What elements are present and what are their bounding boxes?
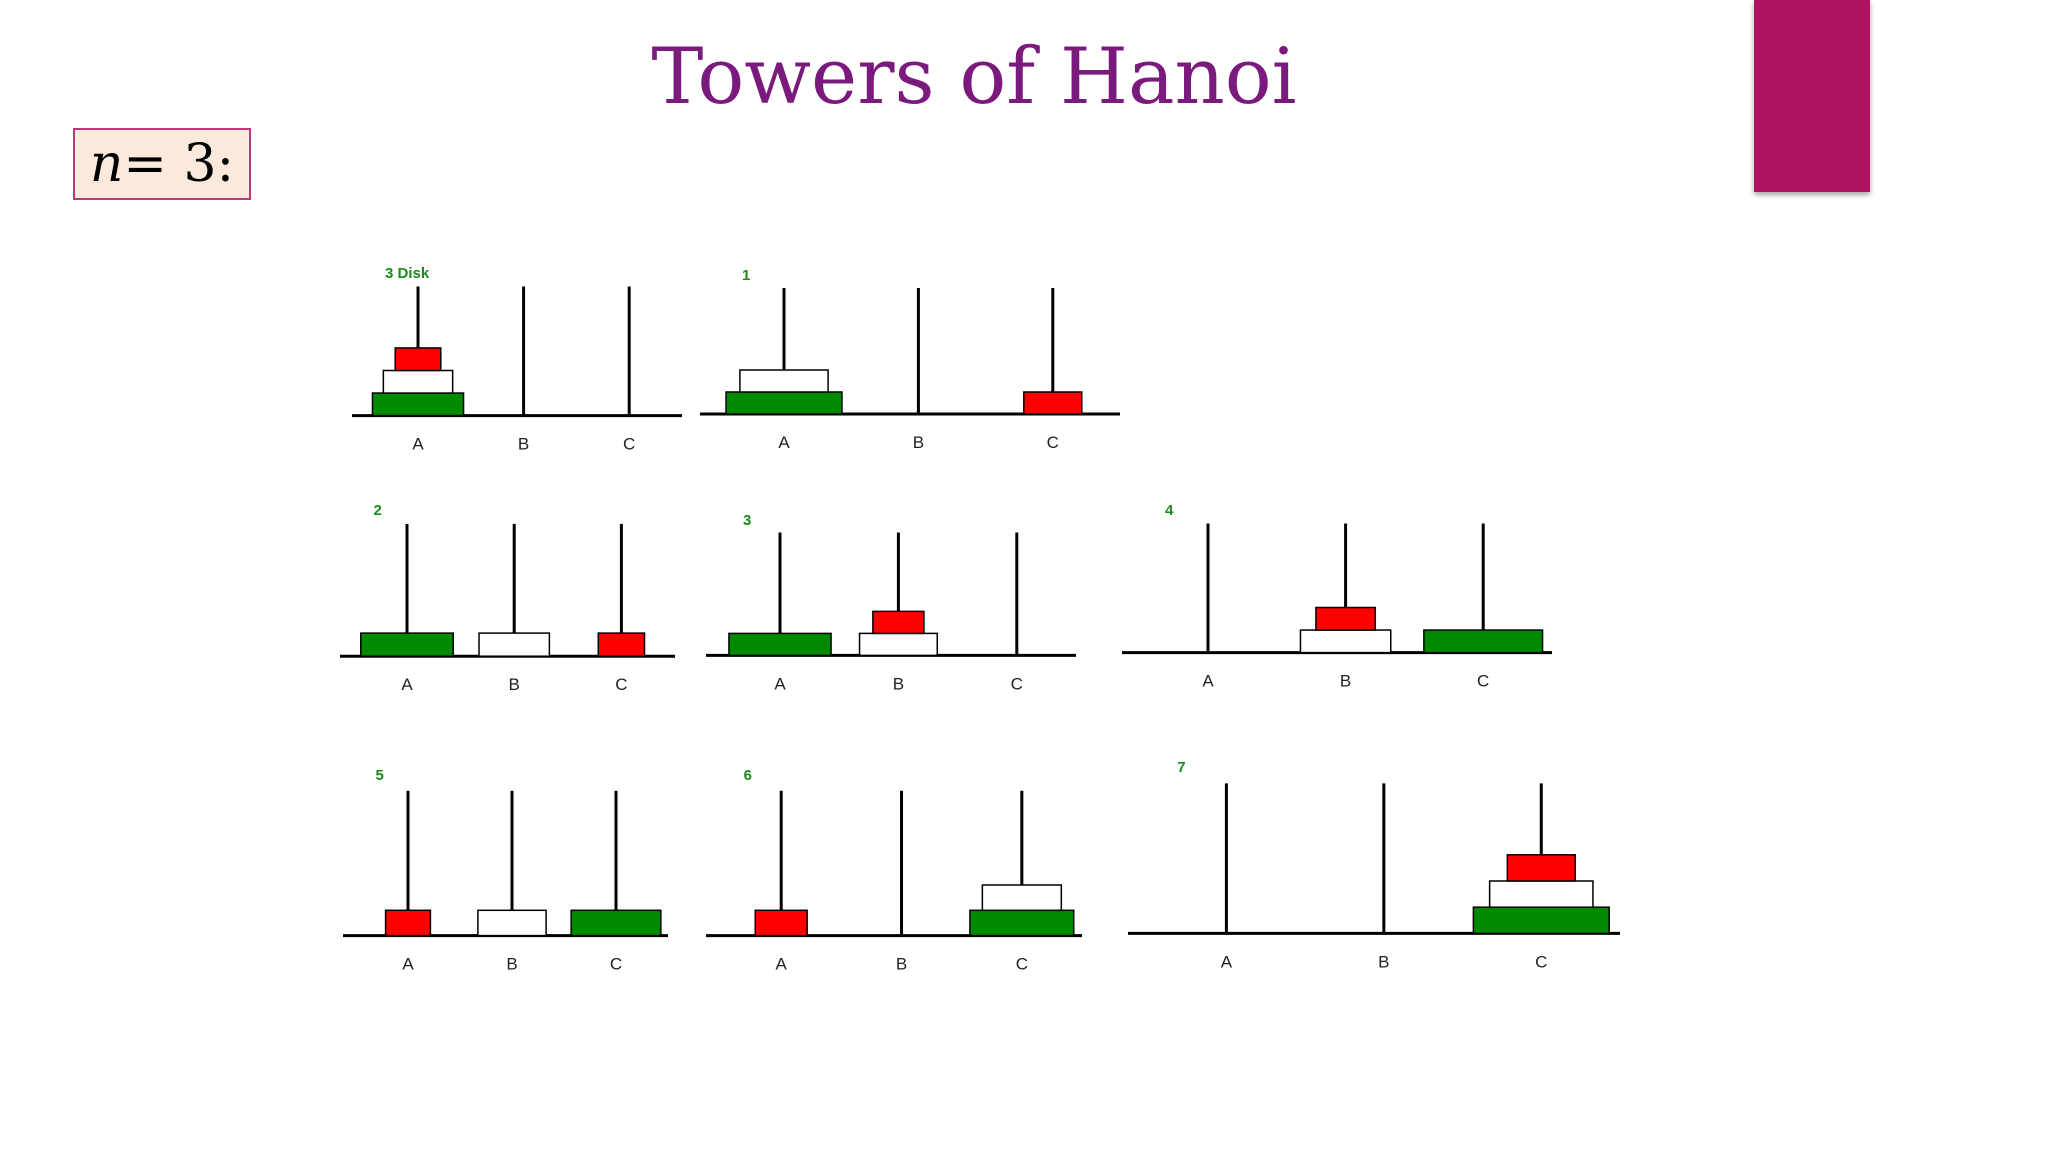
step-label: 3 Disk <box>385 265 430 282</box>
disk-medium <box>1299 629 1392 654</box>
hanoi-diagram: 6A B C <box>706 767 1082 974</box>
disk-large <box>728 632 832 657</box>
step-label: 3 <box>743 512 751 529</box>
peg-label-c: C <box>623 435 635 454</box>
step-label: 4 <box>1165 502 1174 519</box>
peg-label-a: A <box>776 955 788 974</box>
disk-medium <box>382 369 454 394</box>
disk-medium <box>478 632 551 657</box>
peg-label-c: C <box>615 675 627 694</box>
peg-label-b: B <box>518 435 529 454</box>
peg-label-c: C <box>1477 672 1489 691</box>
disk-medium <box>739 369 829 393</box>
step-label: 1 <box>742 267 750 284</box>
n-value: = 3: <box>123 134 235 194</box>
hanoi-diagram: 4A B C <box>1122 502 1552 691</box>
peg-label-b: B <box>506 955 517 974</box>
hanoi-diagram: 5A B C <box>343 767 668 974</box>
disk-large <box>725 391 843 415</box>
peg-label-c: C <box>1047 433 1059 452</box>
disk-medium <box>981 884 1063 912</box>
disk-small <box>394 347 442 372</box>
disk-small <box>872 610 925 635</box>
disk-large <box>360 632 454 657</box>
peg-label-a: A <box>412 435 424 454</box>
disk-large <box>371 392 465 417</box>
accent-block <box>1754 0 1870 192</box>
disk-small <box>597 632 646 657</box>
hanoi-diagram: 1A B C <box>700 267 1120 452</box>
disk-small <box>1506 854 1576 882</box>
peg-label-b: B <box>509 675 520 694</box>
hanoi-diagram: 7A B C <box>1128 759 1620 971</box>
slide-title: Towers of Hanoi <box>651 32 1297 122</box>
disk-large <box>570 909 662 937</box>
disk-medium <box>477 909 547 937</box>
peg-label-a: A <box>1202 672 1214 691</box>
disk-large <box>1423 629 1544 654</box>
peg-label-c: C <box>1016 955 1028 974</box>
n-variable: n <box>89 134 124 194</box>
peg-label-a: A <box>401 675 413 694</box>
peg-label-b: B <box>913 433 924 452</box>
disk-large <box>969 909 1075 937</box>
hanoi-diagram: 2A B C <box>340 502 675 694</box>
step-label: 2 <box>374 502 382 519</box>
peg-label-b: B <box>893 674 904 693</box>
step-label: 6 <box>744 767 752 784</box>
peg-label-c: C <box>610 955 622 974</box>
peg-label-a: A <box>774 674 786 693</box>
disk-small <box>754 909 808 937</box>
peg-label-a: A <box>1221 952 1233 971</box>
disk-small <box>1315 606 1377 631</box>
peg-label-c: C <box>1011 674 1023 693</box>
peg-label-b: B <box>1340 672 1351 691</box>
disk-small <box>1023 391 1083 415</box>
step-label: 7 <box>1177 759 1185 776</box>
peg-label-a: A <box>778 433 790 452</box>
disk-medium <box>858 632 938 657</box>
step-label: 5 <box>376 767 384 784</box>
disk-large <box>1472 906 1610 935</box>
disk-medium <box>1488 880 1594 908</box>
n-equals-label: n = 3: <box>73 128 251 200</box>
peg-label-c: C <box>1535 952 1547 971</box>
peg-label-a: A <box>402 955 414 974</box>
disk-small <box>384 909 432 937</box>
hanoi-diagram: 3A B C <box>706 512 1076 693</box>
peg-label-b: B <box>896 955 907 974</box>
peg-label-b: B <box>1378 952 1389 971</box>
